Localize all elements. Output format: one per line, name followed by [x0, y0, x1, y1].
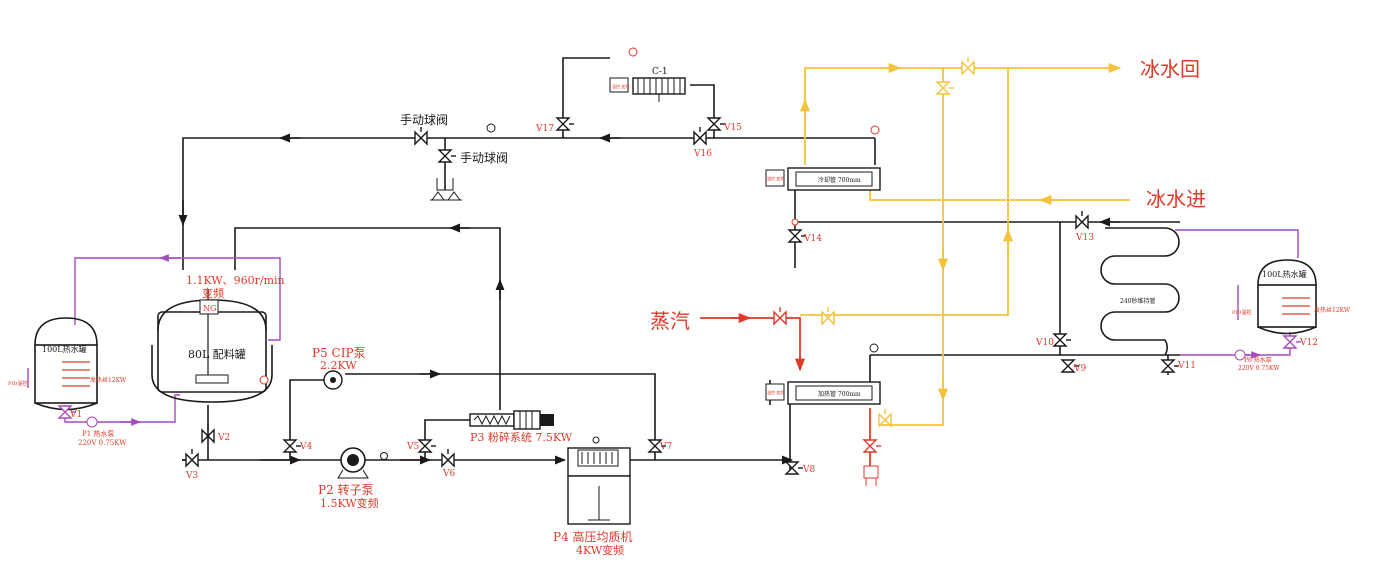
p1-pump[interactable]: [86, 416, 98, 428]
valve-v7[interactable]: [647, 439, 663, 453]
valve-v2[interactable]: [201, 428, 215, 444]
chilled-valve-1[interactable]: [961, 60, 975, 76]
valve-label-v6: V6: [442, 469, 455, 479]
valve-v6[interactable]: [441, 452, 455, 468]
coil-label: 240秒维持管: [1120, 297, 1155, 305]
valve-v1[interactable]: [57, 405, 73, 419]
mixing-tank[interactable]: [151, 290, 273, 403]
valve-label-v13: V13: [1075, 233, 1094, 243]
valve-label-v3: V3: [185, 471, 198, 481]
valve-label-v4: V4: [299, 442, 312, 452]
hot-water-tank-right[interactable]: [1257, 259, 1317, 335]
valves[interactable]: [57, 57, 1301, 475]
valve-label-v16: V16: [693, 149, 712, 159]
chilled-water-return-label: 冰水回: [1140, 57, 1200, 81]
small-box-1: 温控 变频: [612, 83, 629, 89]
steam-trap: [863, 465, 879, 486]
cooler-tube[interactable]: [765, 125, 881, 226]
p4-homogenizer-label: P4 高压均质机: [553, 529, 633, 544]
valve-label-v1: V1: [69, 410, 82, 420]
hot-water-tank-right-label: 100L热水罐: [1262, 269, 1307, 279]
agitator-tag: NG: [203, 304, 216, 313]
valve-v11[interactable]: [1160, 359, 1176, 373]
valve-label-v7: V7: [659, 442, 672, 452]
heater-tube[interactable]: [765, 343, 881, 405]
condenser-c1[interactable]: [609, 47, 686, 102]
p5-cip-pump[interactable]: [323, 370, 343, 390]
cooler-tube-label: 冷却管 700mm: [818, 176, 861, 184]
small-box-3: 温控 变频: [767, 389, 784, 395]
steam-label: 蒸汽: [650, 309, 690, 333]
chilled-valve-3[interactable]: [821, 310, 835, 326]
valve-v8[interactable]: [784, 461, 800, 475]
valve-label-v12: V12: [1299, 338, 1318, 348]
p1-pump-spec: 220V 0.75KW: [78, 439, 127, 447]
p4-homogenizer[interactable]: [567, 436, 631, 525]
steam-lines: [700, 312, 871, 470]
steam-valve-2[interactable]: [862, 439, 878, 453]
chilled-valve-4[interactable]: [878, 412, 892, 428]
hot-water-tank-left-label: 100L热水罐: [42, 344, 87, 354]
valve-v5[interactable]: [417, 439, 433, 453]
valve-v3[interactable]: [185, 452, 199, 468]
valve-label-v5: V5: [406, 442, 419, 452]
manual-ball-valve-label-1: 手动球阀: [400, 113, 448, 127]
temp-ctrl-right: PID温控: [1232, 309, 1251, 316]
valve-label-v11: V11: [1177, 361, 1196, 371]
valve-label-v8: V8: [802, 465, 815, 475]
valve-label-v17: V17: [535, 124, 554, 134]
valve-v16[interactable]: [693, 130, 707, 146]
valve-v15[interactable]: [706, 117, 722, 131]
mixing-tank-label: 80L 配料罐: [188, 347, 246, 361]
valve-v14[interactable]: [787, 229, 803, 243]
hot-water-tank-left[interactable]: [34, 317, 98, 411]
p6-pump[interactable]: [1234, 349, 1246, 361]
valve-v10[interactable]: [1052, 333, 1068, 347]
manual-ball-valve-2[interactable]: [437, 149, 453, 163]
small-box-2: 温控 变频: [767, 175, 784, 181]
steam-valve-1[interactable]: [773, 310, 787, 326]
heater-tube-label: 加热管 700mm: [818, 390, 861, 398]
valve-label-v2: V2: [217, 433, 230, 443]
p5-pump-label: P5 CIP泵: [312, 346, 366, 360]
agitator-vfd: 变频: [202, 286, 224, 300]
valve-label-v15: V15: [723, 123, 742, 133]
agitator-spec: 1.1KW、960r/min: [186, 274, 285, 287]
chilled-valve-2[interactable]: [935, 81, 951, 95]
heater-left: 发热丝12KW: [90, 376, 127, 384]
p6-pump-spec: 220V 0.75KW: [1238, 365, 1280, 372]
process-lines: [178, 57, 1180, 470]
valve-v12[interactable]: [1282, 335, 1298, 349]
p3-grinder-label: P3 粉碎系统 7.5KW: [470, 430, 573, 444]
valve-v4[interactable]: [282, 439, 298, 453]
drain-funnel: [430, 178, 462, 201]
valve-label-v9: V9: [1073, 364, 1086, 374]
heater-right: 发热丝12KW: [1314, 306, 1351, 314]
pressure-gauge: [486, 123, 496, 133]
p6-pump-label: P6 热水泵: [1244, 356, 1272, 364]
valve-v13[interactable]: [1075, 214, 1089, 230]
p1-pump-label: P1 热水泵: [82, 429, 114, 438]
valve-v17[interactable]: [555, 117, 571, 131]
p5-pump-spec: 2.2KW: [320, 359, 357, 372]
p4-homogenizer-spec: 4KW变频: [576, 543, 624, 557]
manual-ball-valve-1[interactable]: [414, 130, 428, 146]
temp-ctrl-left: PID温控: [8, 380, 27, 387]
p2-pump-spec: 1.5KW变频: [320, 496, 379, 510]
chilled-water-supply-label: 冰水进: [1146, 187, 1206, 211]
valve-label-v14: V14: [803, 234, 822, 244]
p2-pump-label: P2 转子泵: [318, 482, 374, 497]
condenser-label: C-1: [652, 67, 668, 77]
valve-label-v10: V10: [1035, 338, 1054, 348]
p2-rotor-pump[interactable]: [337, 447, 388, 479]
manual-ball-valve-label-2: 手动球阀: [460, 151, 508, 165]
valve-v9[interactable]: [1060, 359, 1076, 373]
p3-grinder[interactable]: [469, 410, 554, 430]
chilled-water-lines: [799, 62, 1130, 426]
